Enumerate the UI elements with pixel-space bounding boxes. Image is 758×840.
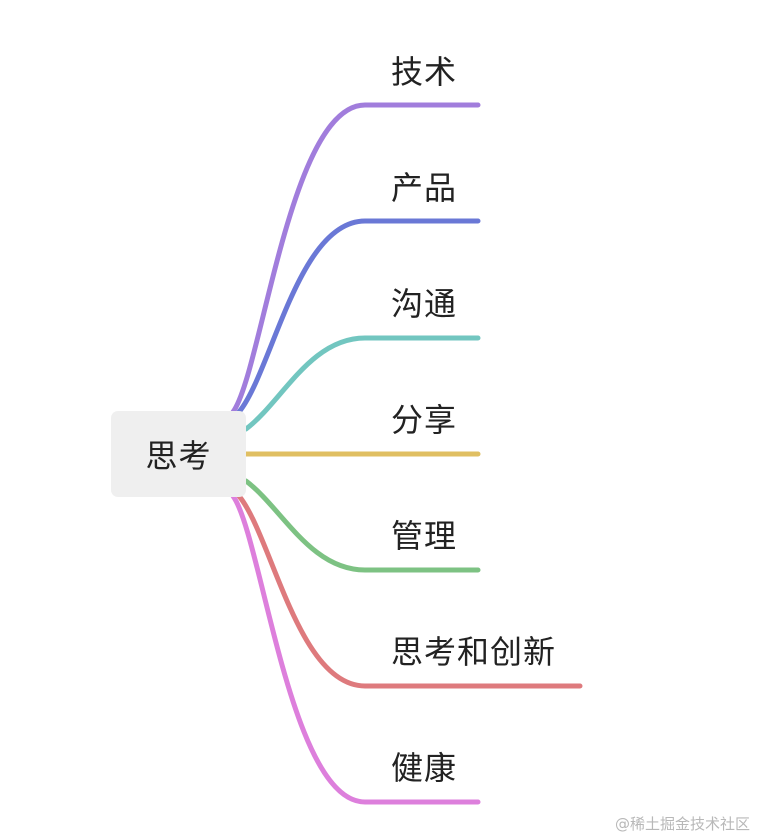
connector-health (230, 493, 481, 805)
connector-product (236, 218, 481, 415)
root-label: 思考 (145, 437, 212, 475)
root-node[interactable]: 思考 (111, 411, 246, 497)
connector-thinking-innovation (236, 493, 583, 689)
branch-label-communication[interactable]: 沟通 (391, 285, 458, 323)
connector-communication (243, 335, 481, 432)
branch-label-health[interactable]: 健康 (391, 749, 458, 787)
watermark: @稀土掘金技术社区 (614, 815, 750, 833)
connector-management (243, 478, 481, 573)
branch-label-product[interactable]: 产品 (391, 169, 458, 207)
branch-label-management[interactable]: 管理 (391, 517, 458, 555)
connector-tech (230, 102, 481, 415)
branch-label-thinking-innovation[interactable]: 思考和创新 (391, 633, 557, 671)
branch-label-sharing[interactable]: 分享 (391, 401, 458, 439)
branch-label-tech[interactable]: 技术 (391, 53, 458, 91)
